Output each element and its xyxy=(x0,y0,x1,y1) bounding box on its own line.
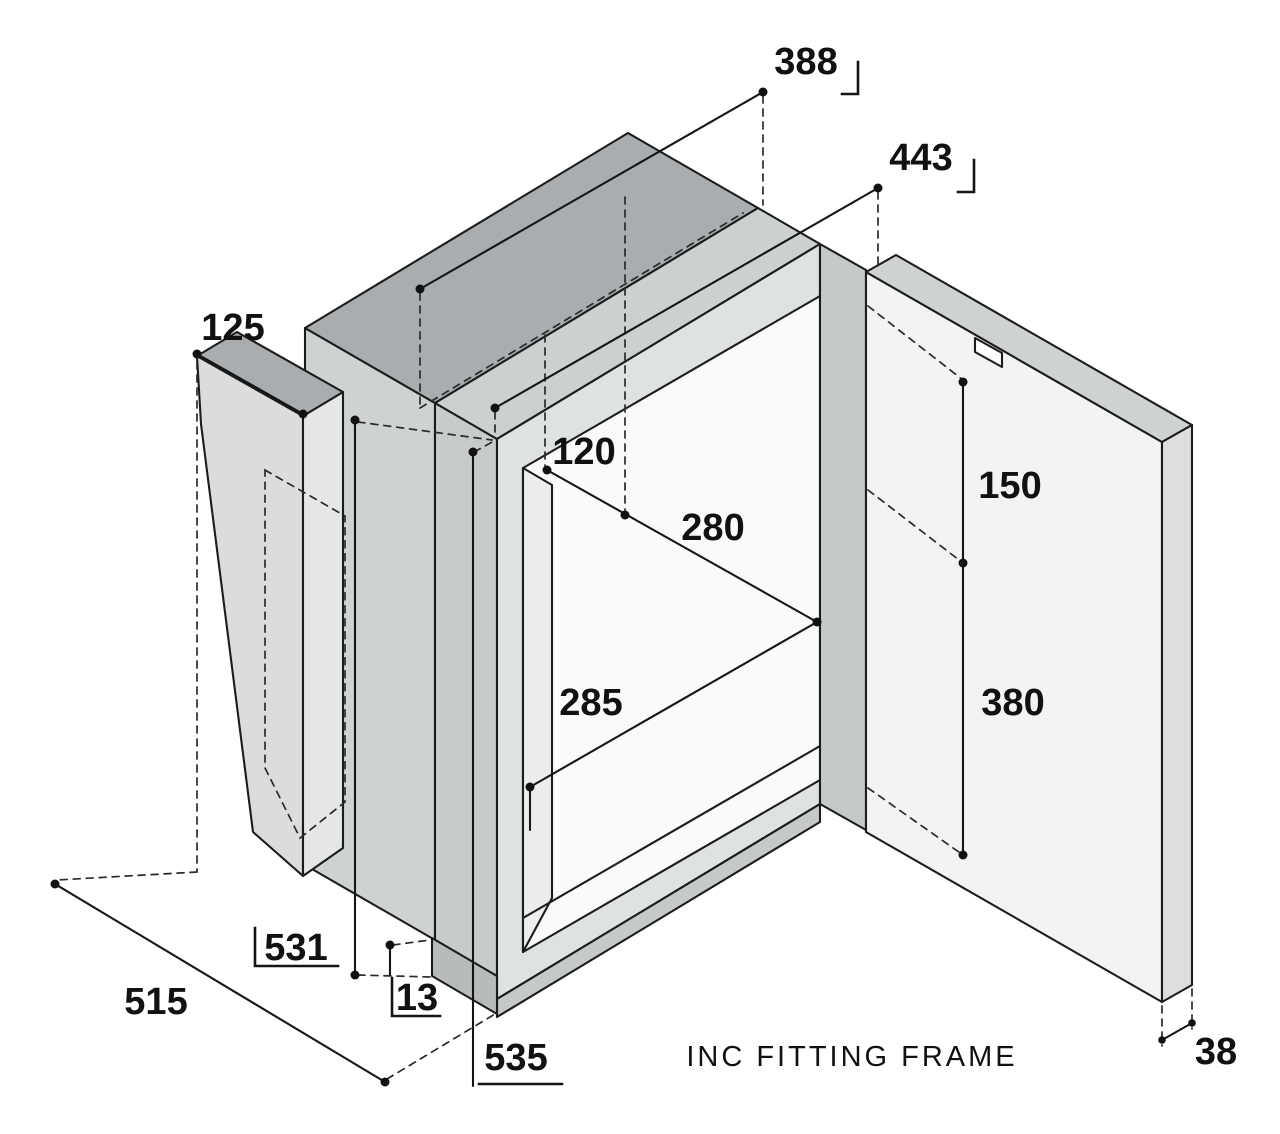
door-hidden-line-top xyxy=(867,305,964,381)
dim-back-offset-label: 125 xyxy=(201,307,264,349)
dim-overall-height-label: 535 xyxy=(484,1037,547,1079)
dot xyxy=(350,970,360,980)
dot xyxy=(468,447,478,457)
wall-slab-top-face xyxy=(195,330,345,418)
dim-line-125 xyxy=(195,352,305,416)
dim-overall-depth-label: 515 xyxy=(124,981,187,1023)
dot xyxy=(192,349,202,359)
dot xyxy=(525,782,535,792)
hinge-jamb-strip xyxy=(818,242,868,832)
dim-frame-width-label: 443 xyxy=(889,137,952,179)
ext-line-531-top xyxy=(357,421,493,441)
interior-floor-front-edge xyxy=(521,744,822,920)
dim-line-38 xyxy=(1160,1021,1194,1042)
dot xyxy=(350,415,360,425)
dot xyxy=(490,403,500,413)
left-wall-slab xyxy=(195,330,346,878)
dim-door-thickness-label: 38 xyxy=(1195,1031,1237,1073)
dot xyxy=(1188,1019,1196,1027)
dim-line-285 xyxy=(528,620,819,789)
ext-line-515-front-link xyxy=(386,1013,496,1080)
dim-body-height-label: 531 xyxy=(264,927,327,969)
dim-line-443 xyxy=(493,186,880,410)
frame-left-side-face xyxy=(433,401,499,1001)
dimension-labels: 388 443 125 120 280 285 150 380 531 13 5… xyxy=(124,41,1237,1079)
dim-inner-depth-label: 285 xyxy=(559,682,622,724)
foot-bracket xyxy=(430,936,499,1016)
dot xyxy=(812,617,822,627)
dot xyxy=(958,558,968,568)
door-hidden-line-bottom xyxy=(867,787,964,856)
dot xyxy=(620,510,630,520)
tick-388 xyxy=(840,60,860,96)
dim-lower-height-label: 380 xyxy=(981,682,1044,724)
tick-443 xyxy=(956,158,976,194)
door-hidden-line-middle xyxy=(867,489,964,564)
ext-line-515-back-link xyxy=(56,871,198,881)
dim-frame-offset-label: 13 xyxy=(396,977,438,1019)
dimension-lines xyxy=(53,60,1194,1088)
extension-lines xyxy=(56,95,1193,1080)
dot xyxy=(1158,1036,1166,1044)
dim-line-388 xyxy=(418,90,765,291)
dot xyxy=(380,1077,390,1087)
dot xyxy=(415,284,425,294)
tick-13 xyxy=(390,976,442,1018)
hidden-compressor-outline xyxy=(264,468,346,840)
ext-line-535-top xyxy=(473,440,495,453)
dot xyxy=(758,87,768,97)
door-outer-edge xyxy=(1160,423,1194,1004)
dim-opening-width-label: 388 xyxy=(774,41,837,83)
dimension-dots xyxy=(50,87,1196,1087)
cabinet-body xyxy=(303,131,868,1019)
dot xyxy=(873,183,883,193)
dim-inner-width-label: 280 xyxy=(681,507,744,549)
wall-slab-left-face xyxy=(195,354,305,878)
dot xyxy=(385,940,395,950)
ext-line-13 xyxy=(392,939,431,946)
dot xyxy=(958,850,968,860)
dim-line-280 xyxy=(545,468,819,624)
hidden-opening-top-projection xyxy=(419,212,744,409)
dot xyxy=(298,409,308,419)
dot xyxy=(958,377,968,387)
dot xyxy=(50,879,60,889)
dim-recess-depth-label: 120 xyxy=(552,431,615,473)
dim-upper-height-label: 150 xyxy=(978,465,1041,507)
fridge-door xyxy=(864,253,1194,1004)
wall-slab-front-strip xyxy=(301,390,345,878)
tick-531 xyxy=(253,926,340,968)
diagram-caption: INC FITTING FRAME xyxy=(686,1041,1017,1073)
door-latch xyxy=(973,336,1004,369)
interior-left-wall xyxy=(521,466,554,954)
dot xyxy=(542,465,552,475)
dim-line-515 xyxy=(53,882,387,1084)
